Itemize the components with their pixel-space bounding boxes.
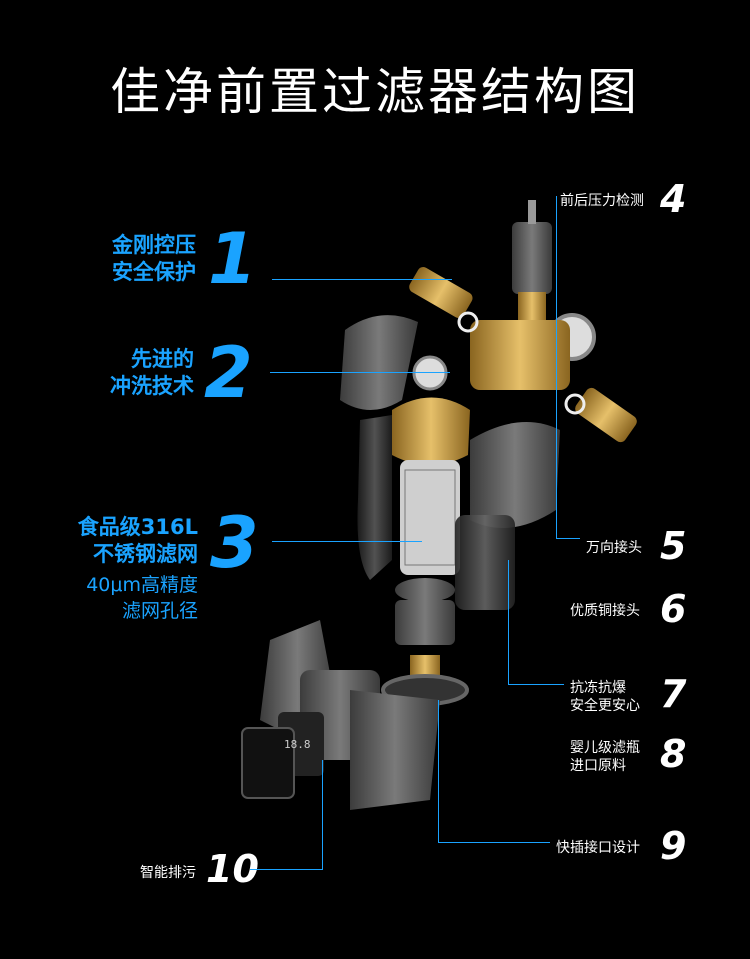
display-digits: 18.8	[284, 738, 311, 751]
page-title: 佳净前置过滤器结构图	[110, 63, 640, 121]
